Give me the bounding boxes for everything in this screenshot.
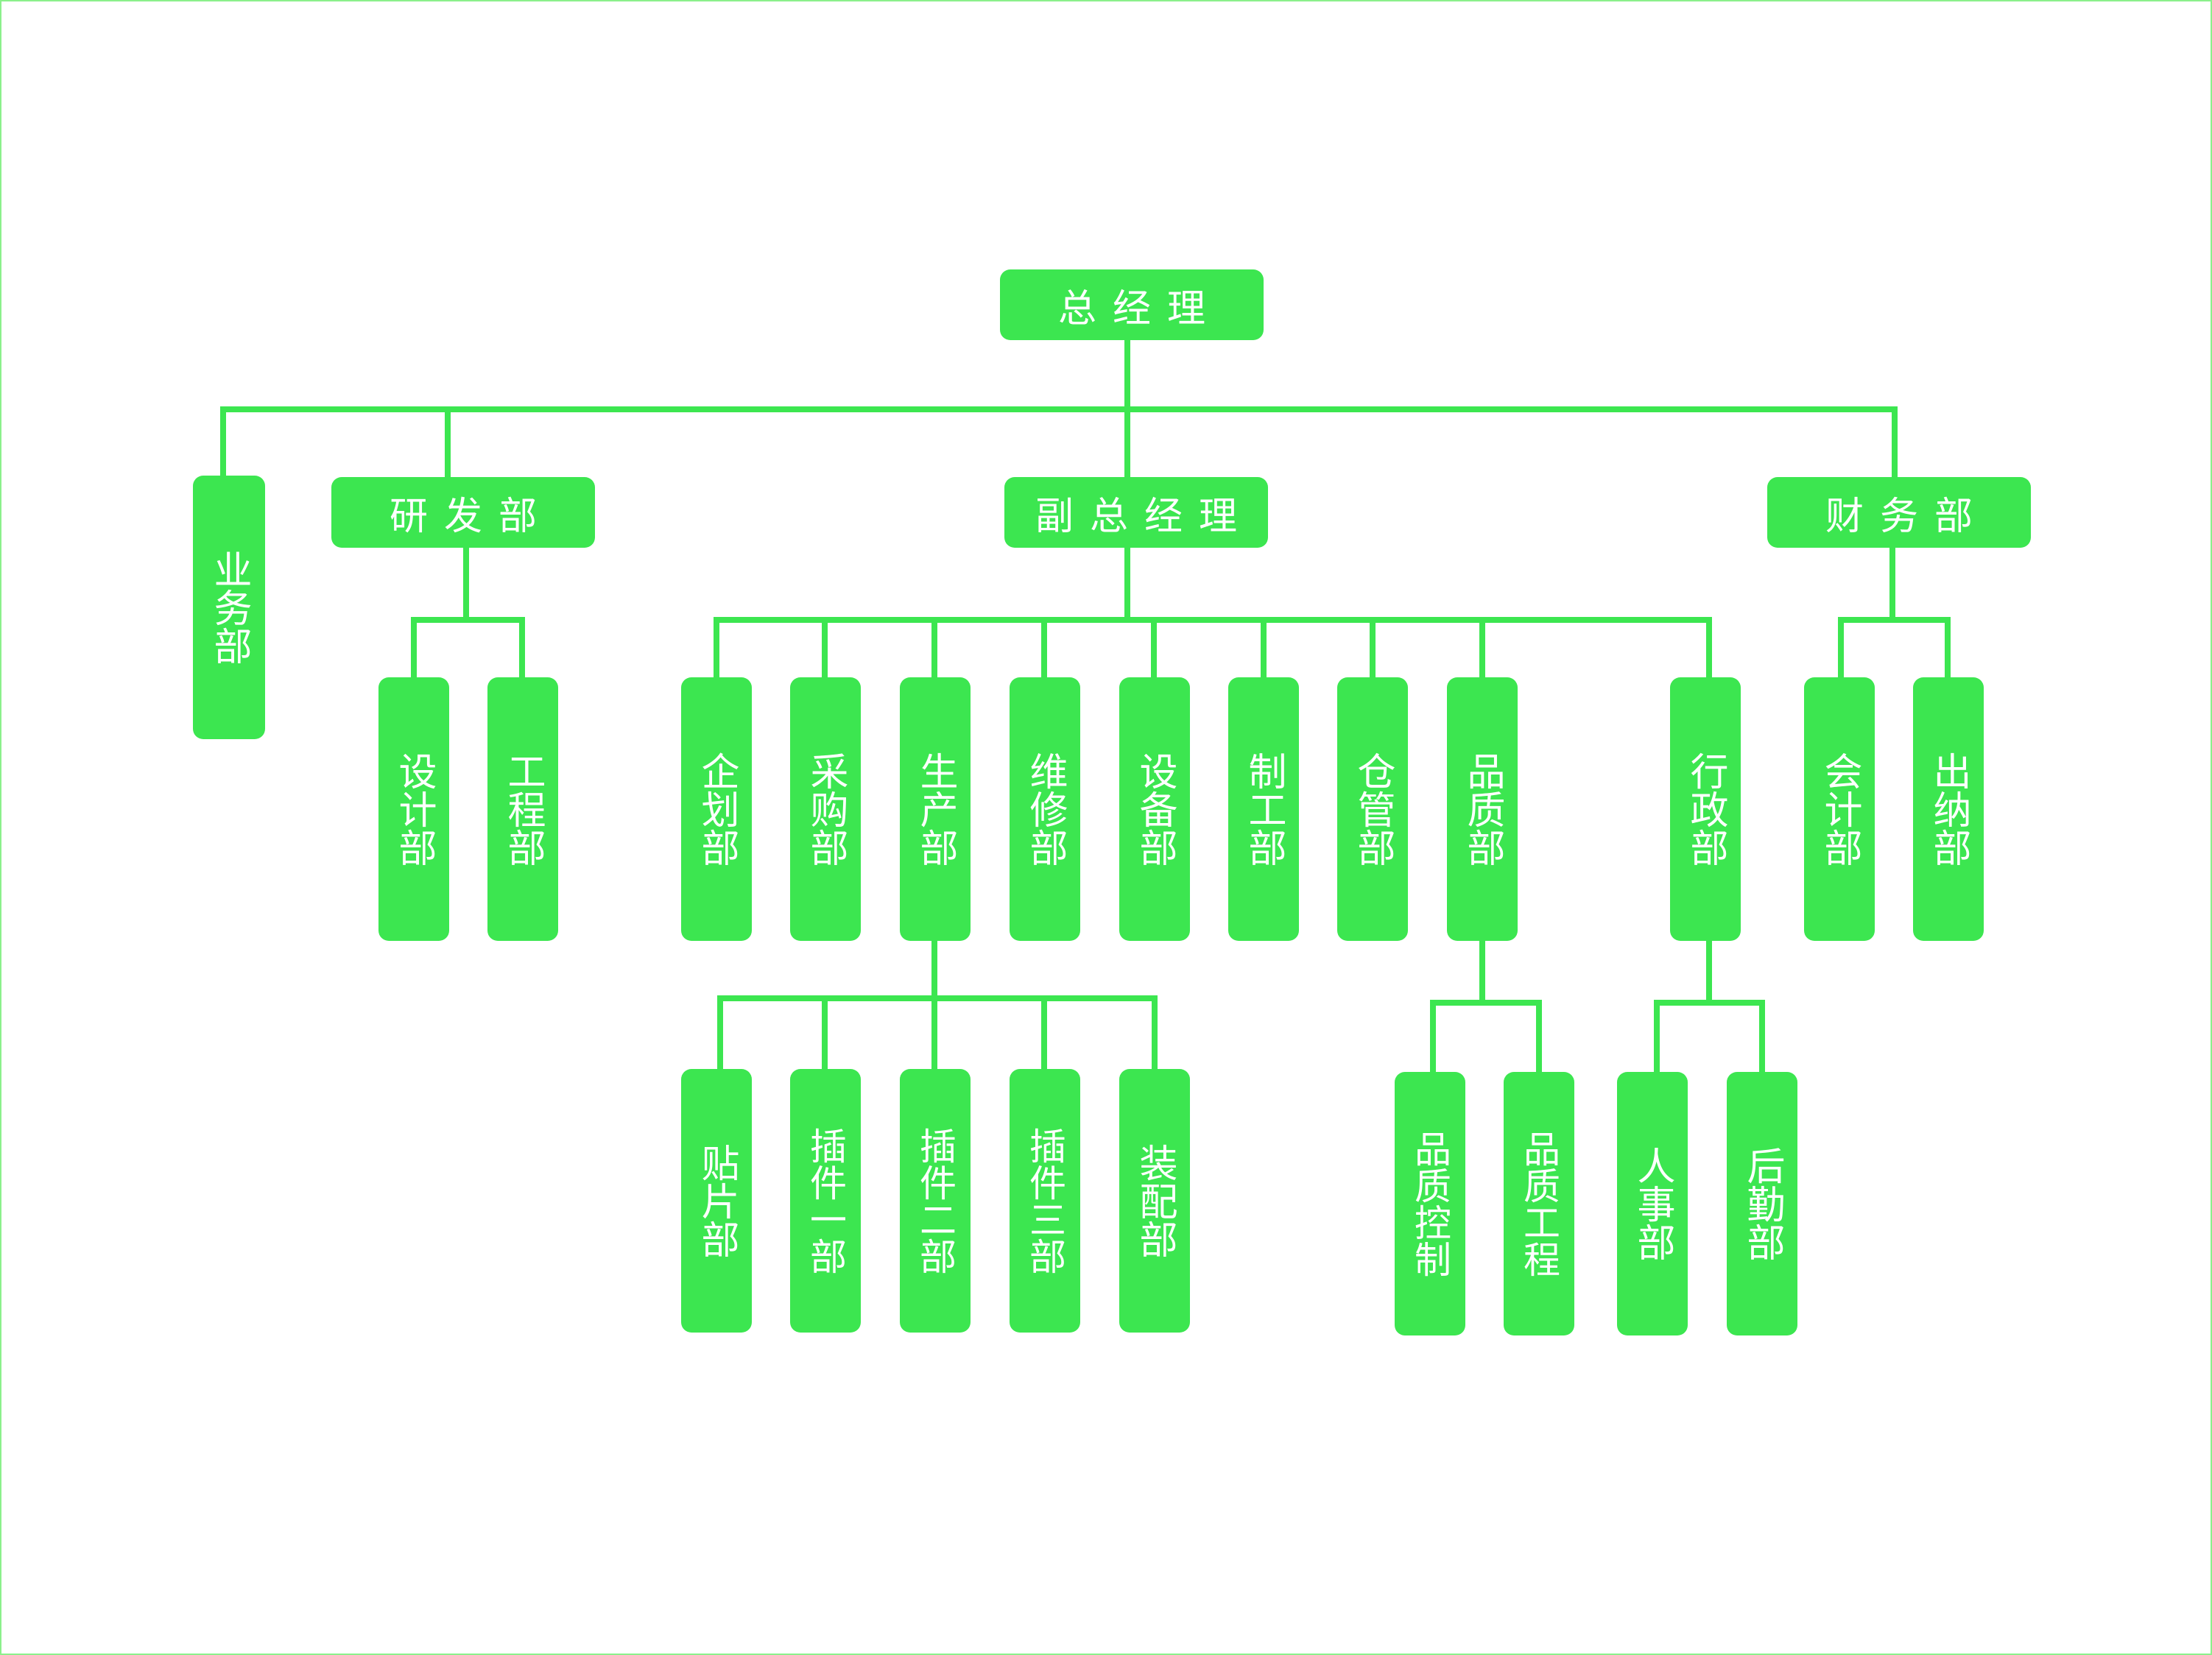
node-hr-dept: 人事部 (1617, 1072, 1688, 1335)
node-logistics-dept: 后勤部 (1727, 1072, 1797, 1335)
node-rnd-dept: 研发部 (331, 477, 595, 548)
node-engineering-dept: 工程部 (487, 677, 558, 941)
node-warehouse-dept: 仓管部 (1337, 677, 1408, 941)
node-planning-dept: 企划部 (681, 677, 752, 941)
node-quality-dept: 品质部 (1447, 677, 1518, 941)
node-accounting-dept: 会计部 (1804, 677, 1875, 941)
node-design-dept: 设计部 (378, 677, 449, 941)
node-process-dept: 制工部 (1228, 677, 1299, 941)
node-purchasing-dept: 采购部 (790, 677, 861, 941)
node-quality-control: 品质控制 (1395, 1072, 1465, 1335)
node-admin-dept: 行政部 (1670, 677, 1741, 941)
node-insertion-2-dept: 插件二部 (900, 1069, 971, 1333)
node-quality-engineering: 品质工程 (1504, 1072, 1574, 1335)
node-business-dept: 业务部 (193, 476, 265, 739)
node-deputy-gm: 副总经理 (1004, 477, 1268, 548)
node-insertion-1-dept: 插件一部 (790, 1069, 861, 1333)
node-finance-dept: 财务部 (1767, 477, 2031, 548)
node-cashier-dept: 出纳部 (1913, 677, 1984, 941)
node-assembly-dept: 装配部 (1119, 1069, 1190, 1333)
node-general-manager: 总经理 (1000, 269, 1264, 340)
node-production-dept: 生产部 (900, 677, 971, 941)
node-smt-dept: 贴片部 (681, 1069, 752, 1333)
node-equipment-dept: 设备部 (1119, 677, 1190, 941)
node-insertion-3-dept: 插件三部 (1010, 1069, 1080, 1333)
node-maintenance-dept: 维修部 (1010, 677, 1080, 941)
